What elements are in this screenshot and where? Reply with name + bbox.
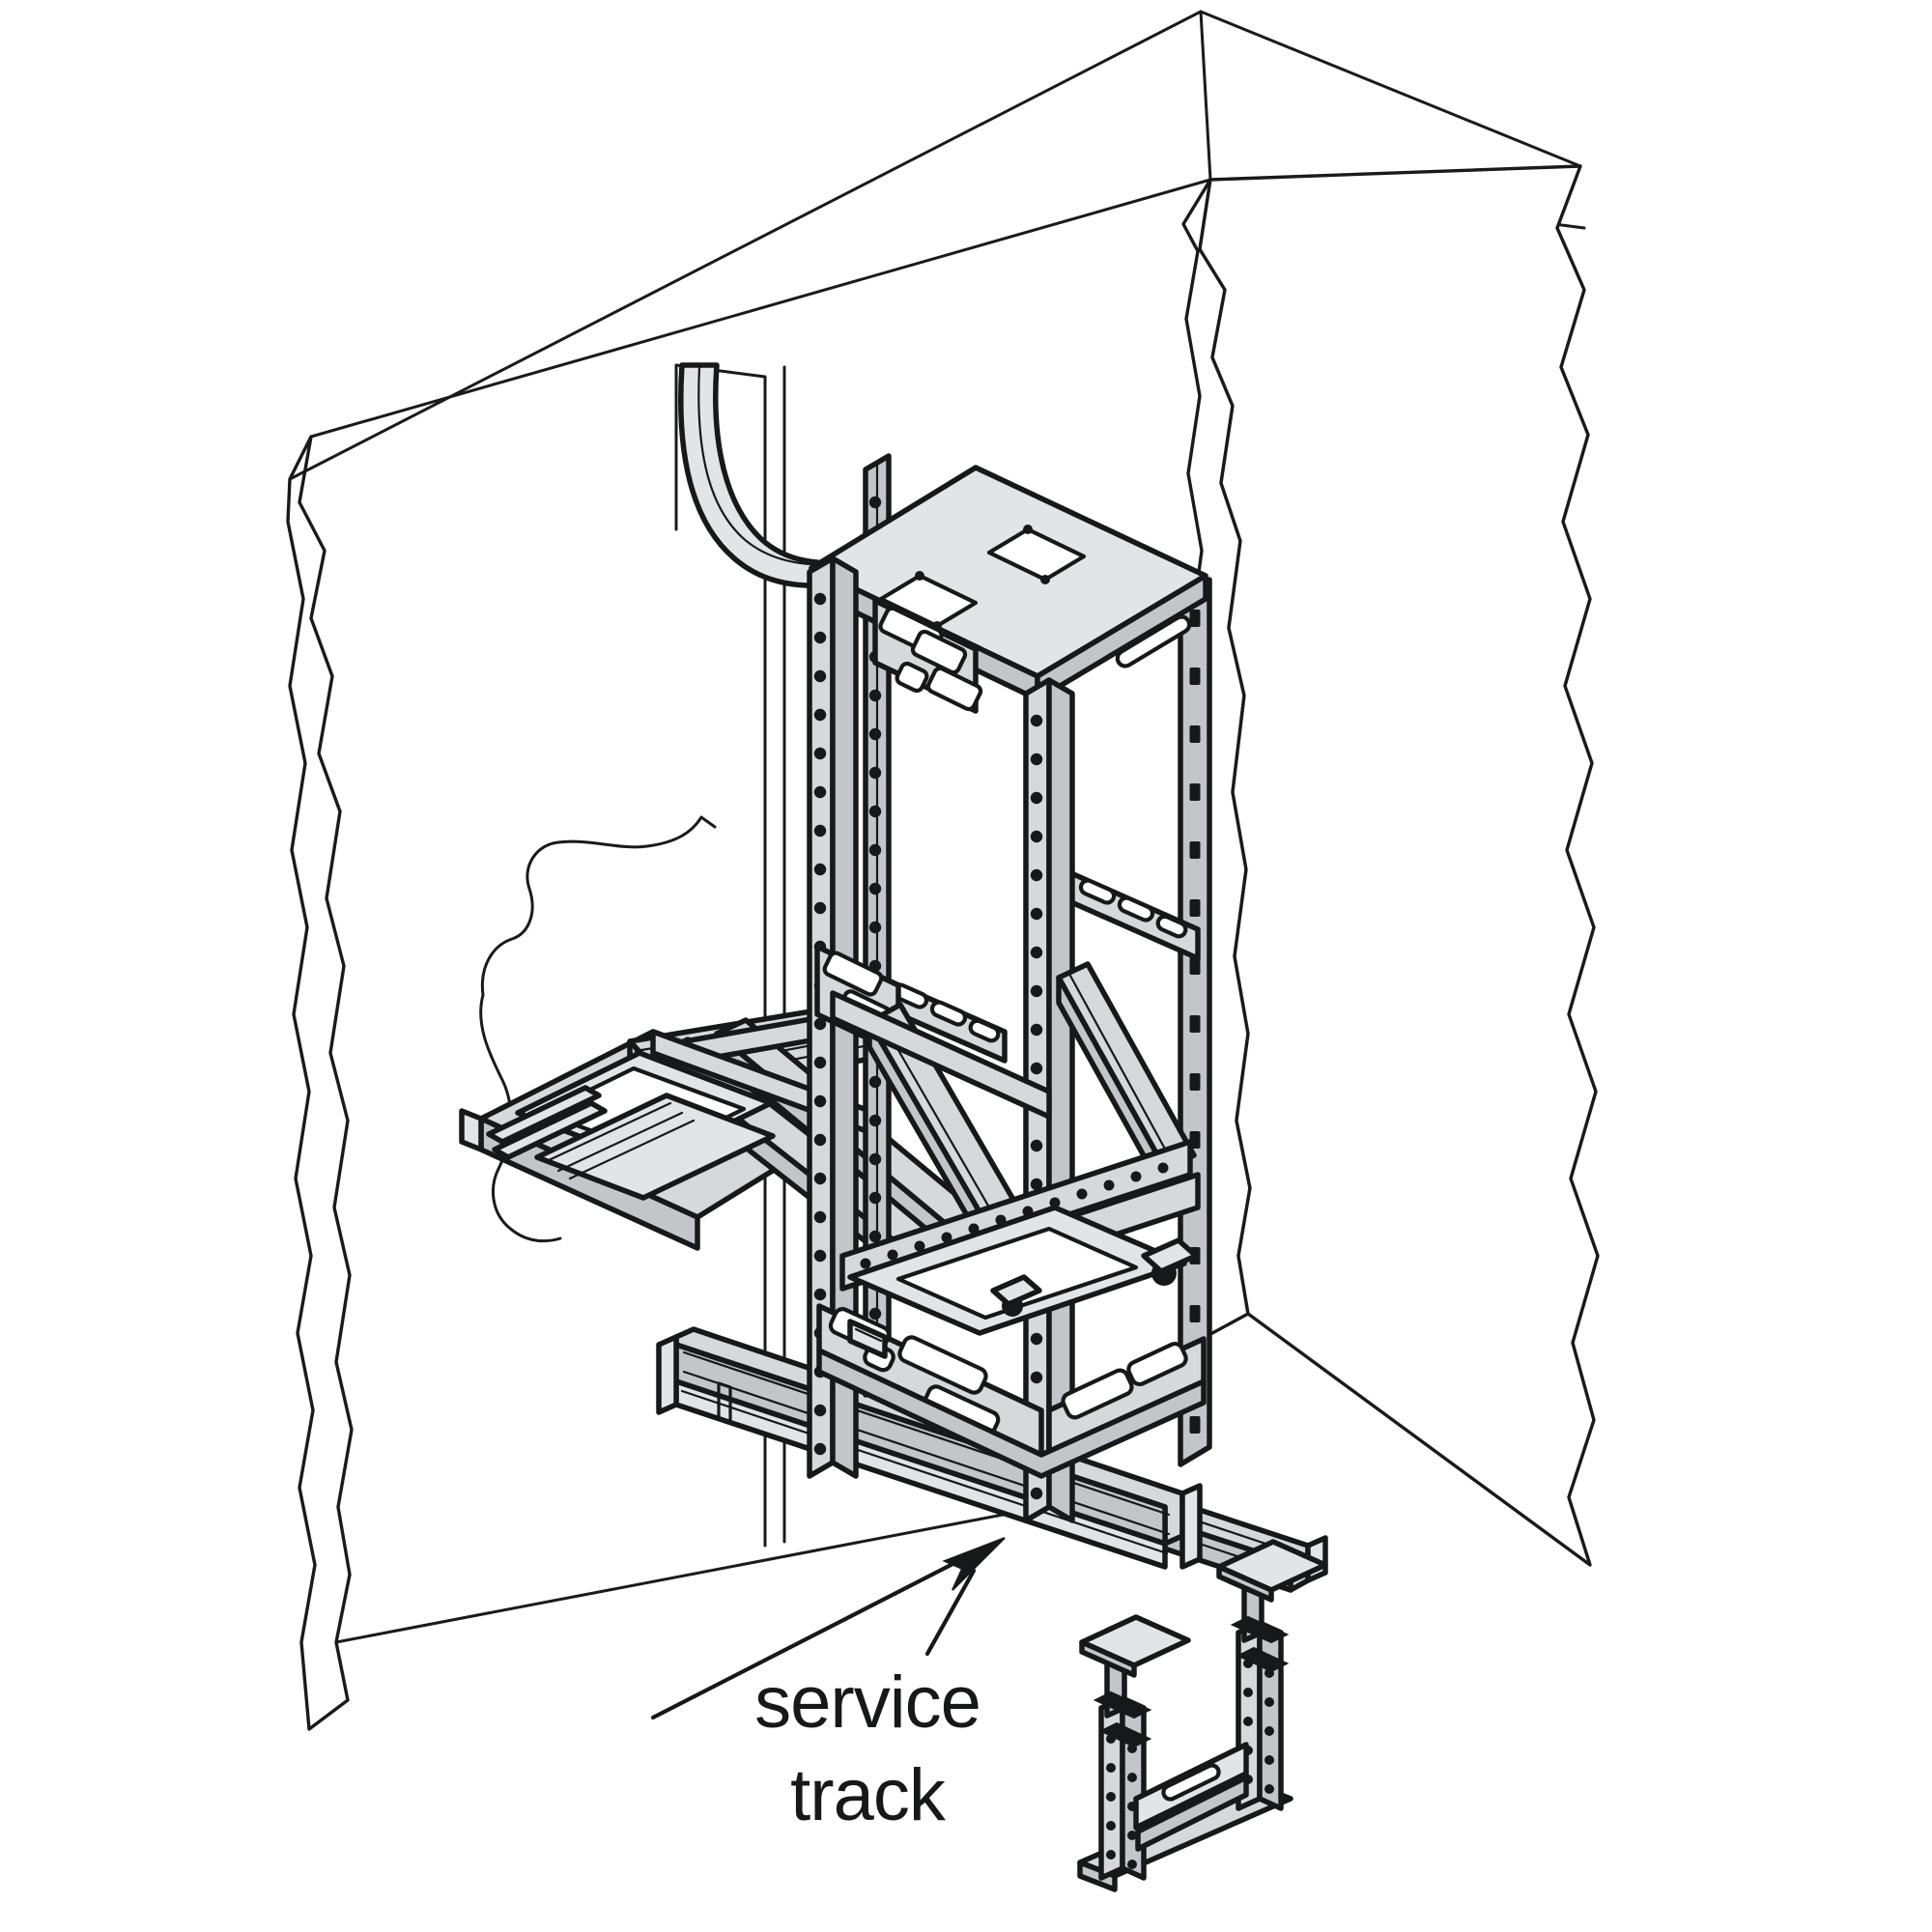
service-jack-cross-bar-lower (1135, 1775, 1249, 1852)
service-jack-post-left-inner (1120, 1695, 1147, 1881)
rack-brace-slot-r3 (1155, 914, 1188, 939)
back-wall-right-panel (1198, 164, 1600, 1567)
service-track-rail-front-endcap-left (656, 1334, 679, 1415)
rack-upper-cutout-4 (925, 666, 983, 712)
wall-top-edge-far-right-b (1199, 10, 1582, 168)
rack-brace-lower-diagonal-2 (1056, 961, 1197, 1172)
rack-brace-slot-l2 (929, 1000, 968, 1027)
rack-brace-lower-diagonal-2-groove (1068, 974, 1175, 1165)
service-jack-post-left-punches (1106, 1734, 1137, 1869)
rack-brace-slot-l3 (968, 1018, 1001, 1043)
wall-top-ridge (1199, 10, 1212, 182)
service-jack-top-pad-left-edge (1079, 1639, 1137, 1678)
equipment-rack-group (807, 453, 1212, 1523)
rack-top-knockout-rear-dot-a (1023, 525, 1033, 534)
callout-leader-line-long (650, 1554, 969, 1720)
wall-tear-opening-lower-b (504, 1223, 562, 1243)
rack-mid-cutout-1 (822, 951, 884, 997)
callout-label-line2: track (790, 1754, 947, 1836)
rack-post-rear-right-punches (1189, 610, 1201, 1434)
wall-floor-line (334, 1505, 1045, 1644)
service-track-rail-front-groove2 (682, 1370, 1171, 1536)
slide-rail-small-rail-1 (486, 1085, 602, 1145)
rack-brace-slot-r2 (1117, 895, 1155, 923)
service-track-front-notch (717, 1381, 732, 1424)
callout-arrowhead (942, 1537, 1006, 1591)
service-jack-collar-left-b (1098, 1721, 1152, 1748)
rack-base-slot-fr-2 (1126, 1341, 1188, 1387)
rack-top-panel-slot (1115, 614, 1192, 668)
rack-mid-shelf-rail (830, 990, 1052, 1120)
service-jack-collar-left (1093, 1690, 1152, 1719)
left-return-wall-panel (286, 435, 354, 1731)
service-track-callout: service track (650, 1537, 1006, 1836)
service-jack-collar-right-b (1236, 1646, 1290, 1673)
service-jack-group (1077, 1539, 1328, 1892)
rack-upper-cutout-3 (895, 661, 929, 694)
slide-rail-inner-groove-b (556, 1111, 684, 1173)
rack-top-knockout-front-dot-a (915, 571, 924, 581)
wall-right-torn-edge (1555, 226, 1600, 1567)
wall-top-edge-right-inner (309, 178, 1212, 439)
rack-base-clamp-left-line (854, 1327, 883, 1343)
rack-base-front-edge (816, 1348, 1207, 1479)
service-jack-collar-right (1230, 1615, 1290, 1644)
slide-rail-tray-nose (459, 1108, 484, 1152)
cable-conduit-crease (697, 365, 862, 566)
rack-brace-slot-r1 (1078, 878, 1117, 905)
service-jack-post-right-inner (1257, 1620, 1284, 1811)
rack-base-slot-fr-1 (1061, 1368, 1134, 1420)
rack-leveler-bracket-center (990, 1274, 1042, 1307)
service-track-rail-front-endcap-right (1179, 1483, 1203, 1570)
slide-rail-inner-groove-a (545, 1101, 672, 1163)
rack-base-crossplate-opening (895, 1226, 1139, 1321)
service-jack-top-pad-right-edge (1216, 1564, 1274, 1603)
slide-rail-inner-groove-c (568, 1119, 696, 1180)
slide-rail-inner-channel-2 (534, 1093, 776, 1201)
service-track-rail-front-groove3 (680, 1389, 1169, 1555)
callout-label-line1: service (754, 1662, 980, 1744)
rack-upper-cutout-2 (910, 629, 968, 675)
rack-top-knockout-rear-dot-b (1040, 575, 1050, 584)
callout-leader-line-short (924, 1568, 977, 1657)
slide-rail-small-rail-2 (492, 1100, 608, 1160)
wall-top-edge-right (288, 10, 1203, 481)
rack-base-slot-fl-3 (897, 1335, 988, 1395)
service-jack-cross-brace-slot (1161, 1763, 1221, 1802)
rack-base-rail-rear-punches (860, 1162, 1169, 1269)
rack-leveler-bracket-right (1141, 1237, 1199, 1274)
service-track-rail-front-groove1 (682, 1350, 1171, 1517)
wall-tear-opening (480, 815, 717, 997)
